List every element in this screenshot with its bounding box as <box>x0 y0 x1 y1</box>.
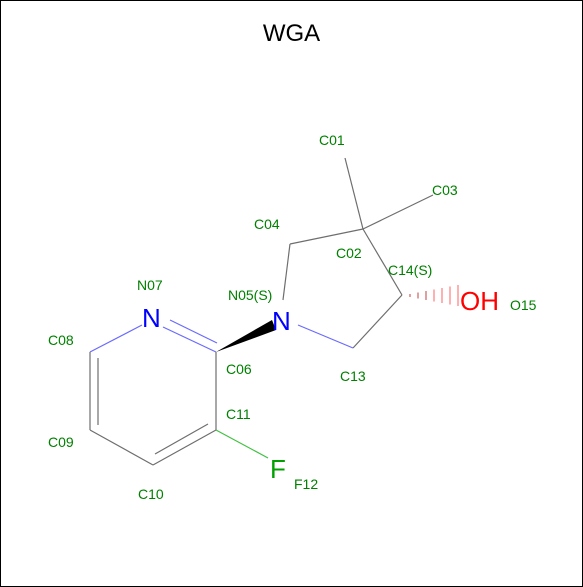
label-o15: O15 <box>510 297 537 313</box>
bond-c02-c14 <box>362 228 403 296</box>
wedge-bond-c06-n05 <box>216 320 276 352</box>
bond-c14-c13 <box>352 294 403 349</box>
label-c03: C03 <box>432 182 458 198</box>
label-f12: F12 <box>294 476 318 492</box>
atom-n-pyridine: N <box>142 303 161 333</box>
bond-c01-c02 <box>344 157 364 230</box>
hashed-bond-c14-o15 <box>409 285 459 306</box>
atom-oh: OH <box>460 286 499 316</box>
atom-f: F <box>270 454 286 484</box>
label-c14: C14(S) <box>388 262 432 278</box>
bond-c02-c03 <box>362 194 434 230</box>
bond-n07-c06 <box>162 326 217 353</box>
label-c01: C01 <box>319 132 345 148</box>
label-c09: C09 <box>48 434 74 450</box>
label-c08: C08 <box>48 332 74 348</box>
bond-c11-c10-double <box>154 423 209 455</box>
label-c10: C10 <box>138 486 164 502</box>
label-c13: C13 <box>340 368 366 384</box>
bond-c08-n07 <box>89 324 143 353</box>
bond-c13-n05 <box>297 324 354 349</box>
label-c11: C11 <box>226 406 251 422</box>
bond-c11-c10 <box>152 429 217 466</box>
label-c04: C04 <box>254 216 280 232</box>
label-n07: N07 <box>137 277 163 293</box>
bonds <box>89 157 434 466</box>
label-n05: N05(S) <box>228 287 272 303</box>
bond-n07-c06-double <box>169 319 218 344</box>
label-c02: C02 <box>336 245 362 261</box>
bond-c02-c04 <box>289 228 364 245</box>
atom-n-pyrrolidine: N <box>272 306 291 336</box>
bond-c10-c09 <box>89 429 154 466</box>
label-c06: C06 <box>226 361 252 377</box>
diagram-title: WGA <box>262 20 321 47</box>
bond-c11-f12 <box>215 429 269 459</box>
bond-c04-n05 <box>282 243 291 301</box>
